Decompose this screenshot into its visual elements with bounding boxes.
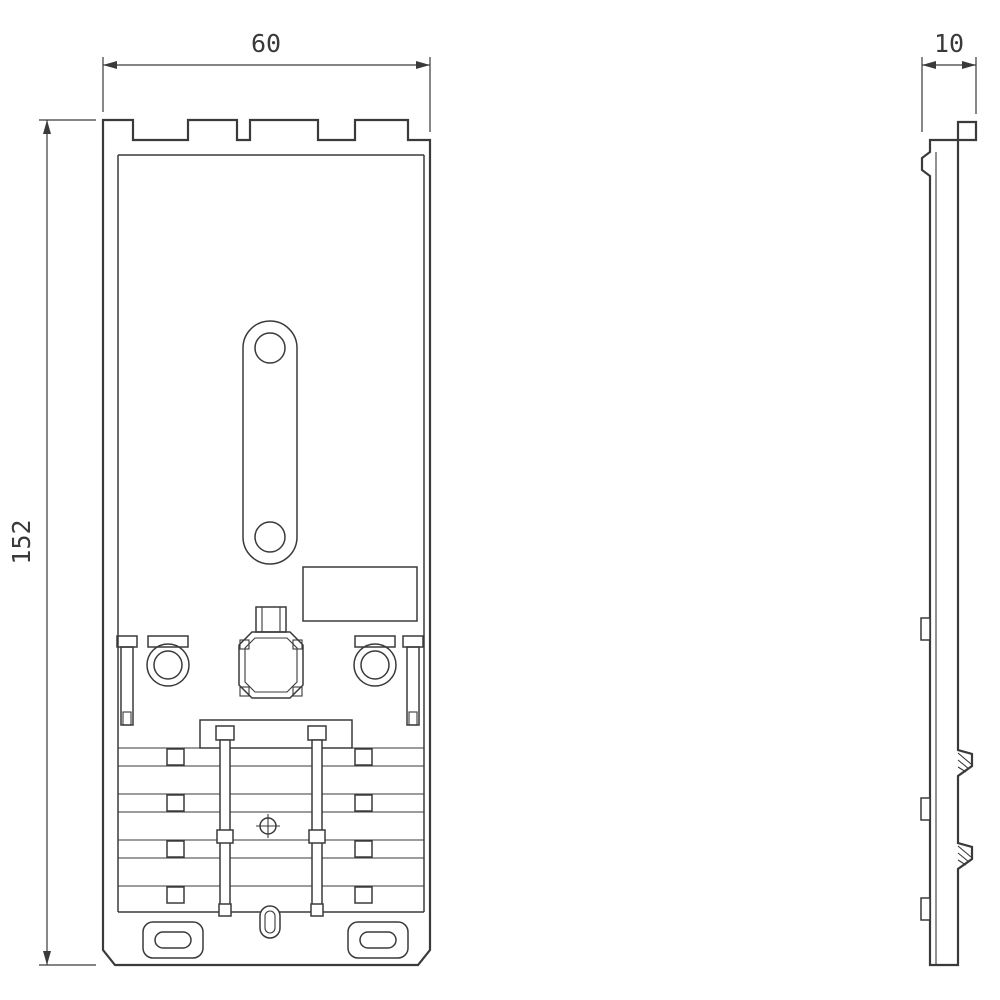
rail-left bbox=[116, 635, 138, 726]
foot-left bbox=[142, 921, 204, 959]
depth-dimension-label: 10 bbox=[934, 29, 964, 58]
side-view bbox=[920, 120, 978, 967]
height-dimension-label: 152 bbox=[7, 519, 36, 564]
boss-right bbox=[353, 635, 397, 687]
height-arrow-top bbox=[43, 120, 51, 134]
slot-hole-top bbox=[254, 332, 286, 364]
width-dimension-label: 60 bbox=[251, 29, 281, 58]
width-arrow-left bbox=[103, 61, 117, 69]
side-left-lugs bbox=[920, 617, 931, 921]
front-view bbox=[101, 118, 432, 967]
front-inner-panel bbox=[117, 154, 425, 913]
rail-right bbox=[402, 635, 424, 726]
height-dimension: 152 bbox=[7, 119, 96, 966]
depth-extension-lines bbox=[921, 57, 977, 132]
height-extension-lines bbox=[39, 119, 96, 966]
foot-right bbox=[347, 921, 409, 959]
screw-left bbox=[215, 725, 235, 917]
slot-hole-bottom bbox=[254, 521, 286, 553]
terminal-rows bbox=[118, 719, 424, 904]
front-outline bbox=[101, 118, 432, 967]
label-recess bbox=[302, 566, 418, 622]
center-hole bbox=[256, 814, 280, 838]
width-arrow-right bbox=[416, 61, 430, 69]
screw-right bbox=[307, 725, 327, 917]
width-extension-lines bbox=[102, 57, 431, 132]
depth-arrow-right bbox=[962, 61, 976, 69]
vertical-slot bbox=[242, 320, 298, 565]
depth-dimension: 10 bbox=[921, 29, 977, 132]
height-arrow-bottom bbox=[43, 951, 51, 965]
bottom-center-slot bbox=[259, 905, 281, 939]
boss-left bbox=[146, 635, 190, 687]
side-clip-hatching bbox=[957, 752, 972, 866]
depth-arrow-left bbox=[922, 61, 936, 69]
width-dimension: 60 bbox=[102, 29, 431, 132]
central-mount bbox=[238, 606, 304, 699]
side-outline bbox=[920, 120, 978, 967]
